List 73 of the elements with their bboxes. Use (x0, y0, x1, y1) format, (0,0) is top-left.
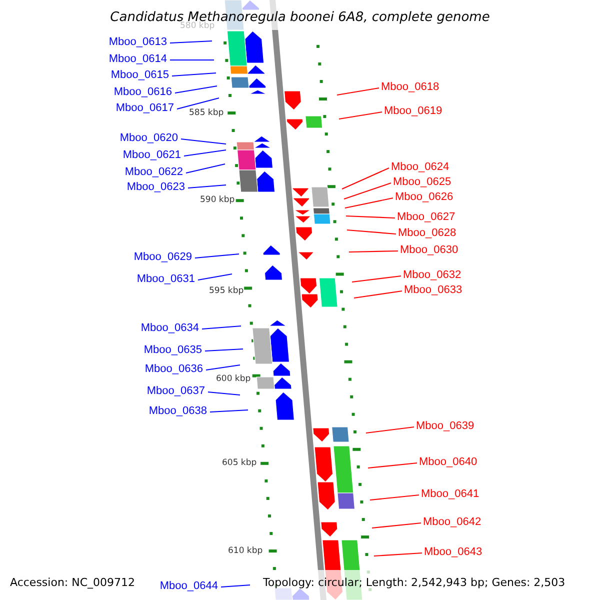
gene-label: Mboo_0615 (110, 70, 169, 81)
leader-line (194, 253, 240, 259)
gene-label: Mboo_0627 (397, 212, 456, 223)
gene-label: Mboo_0644 (160, 581, 218, 592)
gene-label: Mboo_0623 (126, 182, 185, 193)
footer-text: Accession: NC_009712 (10, 577, 136, 588)
footer-text: Topology: circular; Length: 2,542,943 bp; Genes: 2,503 (263, 577, 566, 588)
scale-label: 590 kbp (200, 196, 235, 204)
scale-label: 585 kbp (189, 109, 224, 118)
leader-line (338, 111, 382, 120)
leader-line (210, 409, 248, 413)
leader-line (174, 85, 218, 94)
gene-label: Mboo_0640 (419, 457, 478, 468)
gene-label: Mboo_0617 (116, 103, 174, 114)
leader-line (204, 348, 244, 352)
leader-line (170, 40, 212, 44)
leader-line (354, 290, 402, 299)
gene-label: Mboo_0619 (384, 106, 442, 117)
leader-line (208, 391, 240, 396)
leader-line (346, 229, 396, 235)
scale-label: 595 kbp (209, 287, 244, 296)
gene-label: Mboo_0620 (120, 133, 178, 144)
leader-line (342, 168, 390, 190)
gene-label: Mboo_0618 (381, 82, 440, 93)
leader-line (374, 552, 422, 557)
gene-label: Mboo_0628 (398, 228, 456, 239)
scale-label: 600 kbp (216, 375, 251, 384)
leader-line (346, 215, 396, 219)
gene-label: Mboo_0614 (108, 54, 167, 65)
gene-label: Mboo_0639 (416, 421, 474, 432)
leader-line (344, 182, 392, 200)
leader-line (220, 584, 250, 588)
gene-label: Mboo_0641 (421, 489, 480, 500)
scale-label: 580 kbp (180, 22, 215, 30)
leader-line (366, 426, 414, 434)
leader-line (186, 163, 226, 174)
gene-label: Mboo_0642 (423, 517, 482, 528)
leader-line (180, 138, 226, 145)
leader-line (202, 325, 242, 330)
gene-label: Mboo_0638 (148, 406, 207, 417)
leader-line (170, 59, 214, 61)
gene-label: Mboo_0632 (403, 270, 462, 281)
leader-line (176, 97, 220, 110)
scale-label: 605 kbp (222, 459, 257, 468)
scale-label: 610 kbp (228, 547, 263, 556)
leader-line (344, 197, 394, 209)
gene-label: Mboo_0624 (391, 162, 450, 173)
leader-line (198, 273, 232, 281)
leader-line (188, 184, 226, 189)
gene-label: Mboo_0625 (393, 177, 452, 188)
gene-label: Mboo_0630 (400, 245, 458, 256)
gene-label: Mboo_0637 (146, 386, 205, 397)
gene-label: Mboo_0636 (144, 364, 203, 375)
gene-label: Mboo_0622 (124, 167, 183, 178)
gene-label: Mboo_0635 (144, 345, 202, 356)
leader-line (206, 364, 240, 371)
leader-line (172, 72, 216, 77)
leader-line (372, 522, 422, 529)
leader-line (336, 87, 380, 96)
gene-label: Mboo_0621 (122, 150, 181, 161)
leader-line (370, 494, 420, 501)
gene-label: Mboo_0643 (424, 547, 482, 558)
leader-line (352, 275, 402, 283)
gene-label: Mboo_0629 (134, 252, 192, 263)
leader-line (184, 149, 226, 157)
gene-label: Mboo_0634 (140, 323, 199, 334)
gene-label: Mboo_0626 (395, 192, 454, 203)
leader-line (368, 462, 418, 469)
gene-label: Mboo_0616 (114, 87, 172, 98)
gene-label: Mboo_0633 (404, 285, 462, 296)
gene-label: Mboo_0631 (136, 274, 195, 285)
gene-label: Mboo_0613 (108, 37, 167, 48)
leader-line (348, 250, 398, 253)
